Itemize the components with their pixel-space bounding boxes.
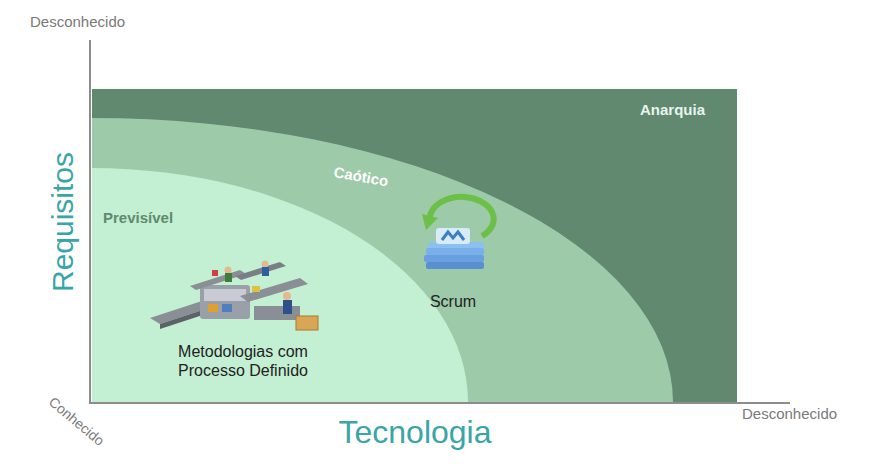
region-fill	[92, 168, 468, 402]
method-label: Scrum	[430, 292, 476, 311]
region-fill	[92, 89, 737, 402]
region-fill	[92, 118, 673, 402]
y-axis	[89, 40, 91, 404]
axis-title: Tecnologia	[339, 413, 492, 451]
region-title: Anarquia	[640, 101, 705, 118]
method-label: Metodologias com Processo Definido	[153, 342, 333, 380]
scrum-icon	[422, 197, 494, 269]
x-axis	[89, 402, 790, 404]
region-title: Previsível	[103, 209, 173, 226]
axis-title: Requisitos	[45, 152, 81, 292]
axis-end-label: Desconhecido	[30, 13, 125, 31]
axis-end-label: Desconhecido	[742, 405, 837, 423]
assembly-line-icon	[150, 261, 318, 331]
